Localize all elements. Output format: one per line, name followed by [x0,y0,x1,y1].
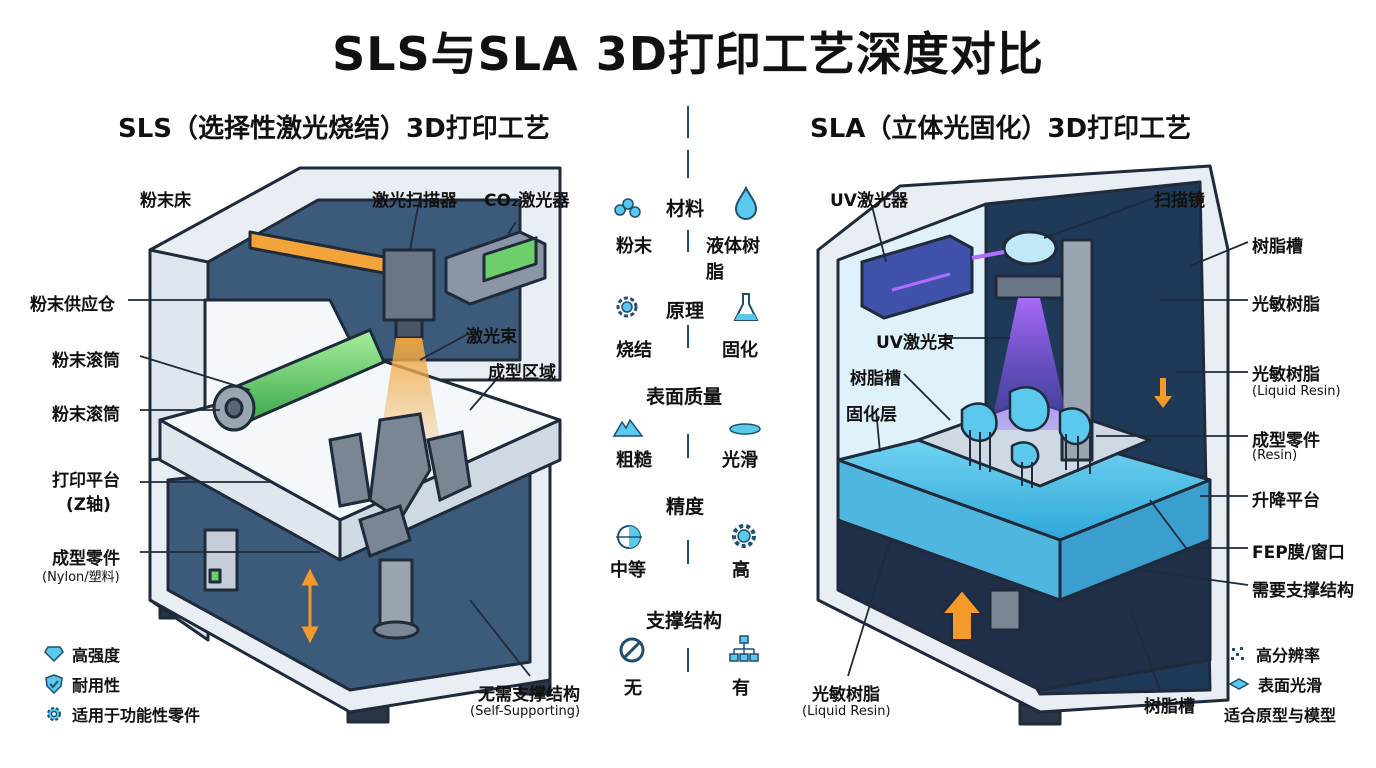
sparkle-icon [1231,647,1244,660]
comparison-table: 材料 粉末 液体树脂 原理 烧结 固化 表面质量 粗糙 光滑 精度 中等 高 支… [610,186,766,702]
gear-icon [732,524,756,548]
sla-feature-2-text: 表面光滑 [1258,676,1323,695]
label-powder-roller-2: 粉末滚筒 [52,405,120,425]
sla-uv-laser [860,234,974,320]
sla-down-arrow [1154,378,1172,408]
sls-laser-assembly [248,230,547,340]
label-photo-resin-2-sub: (Liquid Resin) [1252,384,1341,399]
category-support: 支撑结构 [646,610,723,632]
sls-feature-2: 耐用性 [44,672,200,696]
droplet-icon [734,186,758,220]
smooth-surface-icon [729,423,761,435]
label-print-platform-sub: (Z轴) [66,495,111,515]
shield-icon [45,674,63,694]
sls-feature-3: 适用于功能性零件 [44,702,200,726]
label-formed-part-sub: (Nylon/塑料) [42,570,120,585]
label-formed-part: 成型零件 [52,549,120,569]
comparison-row-surface: 表面质量 粗糙 光滑 [610,386,766,496]
sls-laser-beam [380,338,440,440]
category-precision: 精度 [666,496,705,518]
label-cured-layer: 固化层 [846,405,897,425]
sla-feature-3-text: 适合原型与模型 [1224,706,1337,725]
sls-feature-3-text: 适用于功能性零件 [72,706,201,725]
sla-heading: SLA（立体光固化）3D打印工艺 [810,114,1192,144]
label-no-support-sub: (Self-Supporting) [470,704,581,719]
comparison-row-material: 材料 粉末 液体树脂 [610,186,766,292]
label-no-support: 无需支撑结构 [478,685,580,705]
page-title: SLS与SLA 3D打印工艺深度对比 [332,27,1044,81]
precision-sla: 高 [732,560,750,581]
label-photo-resin-3: 光敏树脂 [812,685,880,705]
support-sls: 无 [624,678,642,699]
sla-feature-1-text: 高分辨率 [1256,646,1321,665]
sls-features: 高强度 耐用性 适用于功能性零件 [44,642,200,726]
label-resin-tank-top: 树脂槽 [1252,237,1303,257]
label-scan-mirror: 扫描镜 [1154,191,1205,211]
material-sla: 液体树脂 [706,236,760,283]
label-resin-tank-bottom: 树脂槽 [1144,697,1195,717]
gear-icon [47,707,61,721]
label-powder-bed: 粉末床 [140,191,191,211]
sla-lift-arrow [939,588,985,641]
category-surface: 表面质量 [646,386,723,408]
label-laser-scanner: 激光扫描器 [372,191,457,211]
half-target-icon [616,525,642,549]
rough-surface-icon [612,418,644,437]
label-photo-resin-3-sub: (Liquid Resin) [802,704,891,719]
label-print-platform: 打印平台 [52,471,120,491]
label-resin-tank-mid: 树脂槽 [850,369,901,389]
label-sla-formed-part-sub: (Resin) [1252,448,1298,463]
sls-feature-1-text: 高强度 [72,646,121,665]
label-laser-beam: 激光束 [466,327,517,347]
sla-supports [969,430,1091,488]
category-material: 材料 [666,198,705,220]
label-powder-supply: 粉末供应仓 [30,295,115,315]
label-build-area: 成型区域 [488,363,556,383]
label-lift-platform: 升降平台 [1252,491,1320,511]
sls-feature-2-text: 耐用性 [72,676,121,695]
principle-sls: 烧结 [616,340,652,361]
layer-icon [1228,678,1250,690]
support-sla: 有 [732,678,750,699]
label-fep: FEP膜/窗口 [1252,543,1345,563]
no-symbol-icon [619,637,645,663]
tree-structure-icon [729,635,759,662]
material-sls: 粉末 [616,236,652,257]
powder-rolls-icon [614,198,641,218]
sla-feature-3: 适合原型与模型 [1224,702,1336,726]
label-powder-roller-1: 粉末滚筒 [52,351,120,371]
sla-feature-1: 高分辨率 [1228,642,1336,666]
label-co2-laser: CO₂激光器 [484,191,570,211]
sls-parts [328,412,472,559]
sls-roller [212,328,386,432]
comparison-row-support: 支撑结构 无 有 [610,602,766,702]
leader-lines [128,195,1249,691]
flask-icon [733,293,759,321]
label-needs-support: 需要支撑结构 [1252,581,1354,601]
label-photo-resin-2: 光敏树脂 [1252,365,1320,385]
label-uv-beam: UV激光束 [876,333,954,353]
comparison-row-precision: 精度 中等 高 [610,496,766,602]
sla-parts [960,386,1092,469]
sls-heading: SLS（选择性激光烧结）3D打印工艺 [118,114,550,144]
principle-sla: 固化 [722,340,758,361]
sla-feature-2: 表面光滑 [1228,672,1336,696]
uv-beam-source [971,250,1005,260]
label-sla-formed-part: 成型零件 [1252,431,1320,451]
category-principle: 原理 [666,300,705,322]
label-uv-laser: UV激光器 [830,191,908,211]
sls-feature-1: 高强度 [44,642,200,666]
sun-gear-icon [616,296,638,318]
label-photo-resin-1: 光敏树脂 [1252,295,1320,315]
precision-sls: 中等 [610,560,646,581]
comparison-row-principle: 原理 烧结 固化 [610,292,766,392]
surface-sls: 粗糙 [616,450,652,471]
sla-features: 高分辨率 表面光滑 适合原型与模型 [1224,642,1336,726]
z-axis-arrow [301,568,319,644]
diamond-icon [44,646,64,663]
surface-sla: 光滑 [722,450,758,471]
